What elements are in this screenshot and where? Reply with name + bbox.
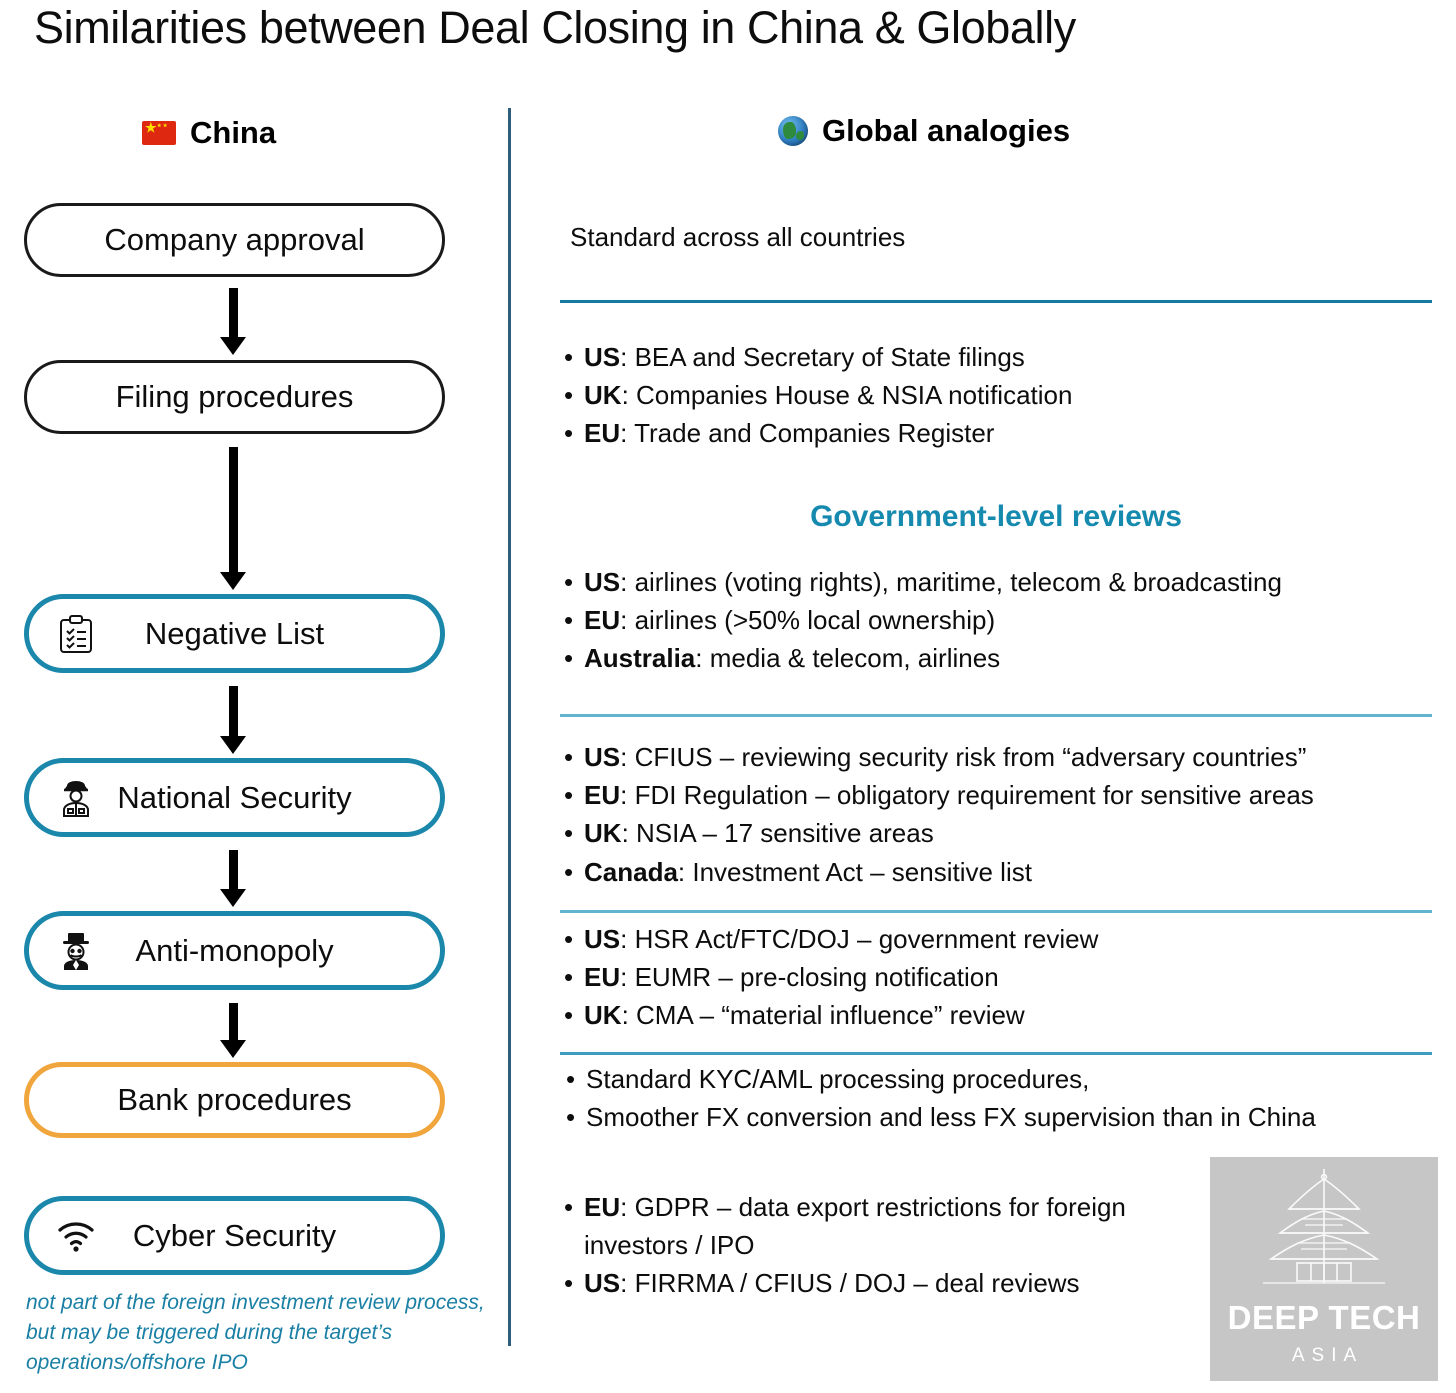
flow-arrow-anti-to-bank <box>220 1003 246 1058</box>
list-item-label: EU <box>584 418 621 449</box>
list-item-text: : Companies House & NSIA notification <box>621 380 1073 411</box>
list-item-text: : Trade and Companies Register <box>620 418 995 449</box>
flow-node-bank-procedures[interactable]: Bank procedures <box>24 1062 445 1138</box>
flow-node-national-security[interactable]: National Security <box>24 758 445 837</box>
pagoda-icon <box>1249 1165 1399 1302</box>
flow-node-label: Anti-monopoly <box>135 932 334 968</box>
list-item-label: US <box>584 567 621 597</box>
flow-node-label: Bank procedures <box>117 1082 352 1117</box>
flow-node-label: National Security <box>117 779 352 815</box>
flow-node-negative-list[interactable]: Negative List <box>24 594 445 673</box>
list-item: Standard KYC/AML processing procedures, <box>566 1060 1316 1098</box>
list-item-text: Smoother FX conversion and less FX super… <box>586 1102 1316 1133</box>
flow-arrow-negative-to-natsec <box>220 686 246 754</box>
list-item-text: : airlines (voting rights), maritime, te… <box>620 567 1282 597</box>
global-list-cyber-security: EU: GDPR – data export restrictions for … <box>564 1188 1164 1303</box>
section-divider-1 <box>560 300 1432 303</box>
list-item-text: : airlines (>50% local ownership) <box>620 605 996 636</box>
column-header-global-label: Global analogies <box>822 113 1071 148</box>
section-divider-3 <box>560 910 1432 913</box>
list-item-text: : media & telecom, airlines <box>695 643 1001 674</box>
list-item: UK: Companies House & NSIA notification <box>564 376 1072 414</box>
list-item: US: airlines (voting rights), maritime, … <box>564 563 1282 601</box>
list-item: Smoother FX conversion and less FX super… <box>566 1098 1316 1136</box>
list-item-label: US <box>584 1268 621 1299</box>
list-item-text: : FDI Regulation – obligatory requiremen… <box>620 780 1314 811</box>
list-item: US: BEA and Secretary of State filings <box>564 338 1072 376</box>
global-intro-text: Standard across all countries <box>570 222 906 252</box>
list-item: EU: airlines (>50% local ownership) <box>564 601 1282 639</box>
list-item: Australia: media & telecom, airlines <box>564 639 1282 677</box>
list-item-text: : CFIUS – reviewing security risk from “… <box>620 742 1307 772</box>
list-item-label: Canada <box>584 856 678 887</box>
list-item-text: : FIRRMA / CFIUS / DOJ – deal reviews <box>620 1268 1080 1299</box>
flow-node-label: Cyber Security <box>132 1217 337 1253</box>
global-list-filing: US: BEA and Secretary of State filingsUK… <box>564 338 1072 453</box>
section-heading-government-level-reviews: Government-level reviews <box>810 500 1182 533</box>
column-vertical-divider <box>508 108 511 1346</box>
list-item: US: FIRRMA / CFIUS / DOJ – deal reviews <box>564 1264 1164 1302</box>
column-header-global: Global analogies <box>778 113 1070 149</box>
china-flag-icon <box>142 118 176 145</box>
list-item: Canada: Investment Act – sensitive list <box>564 853 1314 891</box>
list-item-label: Australia <box>584 643 696 674</box>
list-item: UK: CMA – “material influence” review <box>564 996 1098 1034</box>
list-item-label: UK <box>584 1000 622 1031</box>
flow-arrow-filing-to-negative <box>220 447 246 590</box>
flow-node-company-approval[interactable]: Company approval <box>24 203 445 277</box>
list-item: EU: EUMR – pre-closing notification <box>564 958 1098 996</box>
list-item: US: CFIUS – reviewing security risk from… <box>564 738 1314 776</box>
flow-node-label: Negative List <box>144 615 325 651</box>
globe-icon <box>778 116 808 146</box>
global-list-bank: Standard KYC/AML processing procedures, S… <box>566 1060 1316 1137</box>
list-item-label: UK <box>584 380 622 411</box>
global-list-anti-monopoly: US: HSR Act/FTC/DOJ – government reviewE… <box>564 920 1098 1035</box>
list-item-text: : CMA – “material influence” review <box>621 1000 1025 1031</box>
tophat-tycoon-icon <box>55 930 97 972</box>
list-item-text: : BEA and Secretary of State filings <box>620 342 1025 372</box>
list-item-text: : NSIA – 17 sensitive areas <box>621 818 934 849</box>
page-title: Similarities between Deal Closing in Chi… <box>34 2 1076 53</box>
global-list-government: US: airlines (voting rights), maritime, … <box>564 563 1282 678</box>
wifi-icon <box>55 1215 97 1257</box>
flow-arrow-natsec-to-anti <box>220 850 246 907</box>
column-header-china-label: China <box>190 115 277 150</box>
section-divider-4 <box>560 1052 1432 1055</box>
list-item-text: : Investment Act – sensitive list <box>677 856 1032 887</box>
list-item-text: : EUMR – pre-closing notification <box>620 962 999 993</box>
list-item: EU: GDPR – data export restrictions for … <box>564 1188 1164 1264</box>
list-item-text: Standard KYC/AML processing procedures, <box>586 1064 1090 1094</box>
deep-tech-asia-logo: DEEP TECH ASIA <box>1210 1157 1438 1381</box>
police-officer-icon <box>55 777 97 819</box>
list-item: EU: Trade and Companies Register <box>564 414 1072 452</box>
list-item-label: EU <box>584 1192 621 1222</box>
section-divider-2 <box>560 714 1432 717</box>
list-item-label: EU <box>584 962 621 993</box>
logo-main-text: DEEP TECH <box>1227 1299 1421 1336</box>
list-item-label: EU <box>584 780 621 811</box>
cyber-security-footnote: not part of the foreign investment revie… <box>26 1291 485 1374</box>
list-item-label: EU <box>584 605 621 636</box>
global-list-national-security: US: CFIUS – reviewing security risk from… <box>564 738 1314 891</box>
flow-node-anti-monopoly[interactable]: Anti-monopoly <box>24 911 445 990</box>
clipboard-checklist-icon <box>55 613 97 655</box>
flow-arrow-company-to-filing <box>220 288 246 355</box>
list-item: US: HSR Act/FTC/DOJ – government review <box>564 920 1098 958</box>
list-item-label: UK <box>584 818 622 849</box>
list-item: UK: NSIA – 17 sensitive areas <box>564 814 1314 852</box>
list-item-label: US <box>584 342 621 372</box>
list-item-label: US <box>584 742 621 772</box>
flow-node-cyber-security[interactable]: Cyber Security <box>24 1196 445 1275</box>
flow-node-label: Filing procedures <box>115 379 354 414</box>
flow-node-filing-procedures[interactable]: Filing procedures <box>24 360 445 434</box>
column-header-china: China <box>142 115 276 151</box>
list-item-text: : HSR Act/FTC/DOJ – government review <box>620 924 1099 954</box>
list-item-label: US <box>584 924 621 954</box>
flow-node-label: Company approval <box>104 222 365 257</box>
logo-sub-text: ASIA <box>1291 1345 1364 1366</box>
list-item: EU: FDI Regulation – obligatory requirem… <box>564 776 1314 814</box>
list-item-text: : GDPR – data export restrictions for fo… <box>584 1192 1126 1261</box>
